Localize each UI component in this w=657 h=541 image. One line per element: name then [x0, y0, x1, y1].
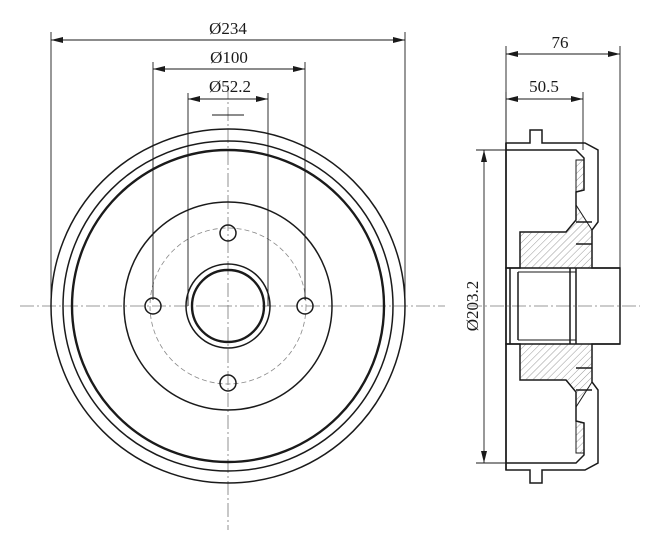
- center-bore-inner: [190, 268, 266, 344]
- dim-hub-height-label: 50.5: [529, 77, 559, 96]
- dim-braking-diameter-label: Ø203.2: [463, 281, 482, 332]
- drum-rim-outer: [62, 140, 394, 472]
- side-view: 76 50.5 Ø203.2: [463, 33, 640, 484]
- dim-center-bore-label: Ø52.2: [209, 77, 251, 96]
- center-bore-outer: [185, 263, 271, 349]
- dimension-hub-height: 50.5: [506, 77, 583, 102]
- bolt-pitch-circle: [149, 227, 307, 385]
- dim-bolt-circle-label: Ø100: [210, 48, 248, 67]
- drum-rim-inner: [70, 148, 386, 464]
- front-view: Ø234 Ø100 Ø52.2: [20, 19, 445, 530]
- dimension-total-height: 76: [506, 33, 620, 57]
- dimension-outer-diameter: Ø234: [51, 19, 405, 43]
- hub-section-hatch-lower: [519, 343, 593, 409]
- hub-face-circle: [123, 201, 333, 411]
- dimension-bolt-circle: Ø100: [153, 48, 305, 72]
- dim-total-height-label: 76: [552, 33, 569, 52]
- rim-rib-hatch-lower: [575, 420, 585, 454]
- dim-outer-diameter-label: Ø234: [209, 19, 247, 38]
- dimension-braking-diameter: Ø203.2: [463, 150, 487, 463]
- dimension-center-bore: Ø52.2: [188, 77, 268, 102]
- rim-rib-hatch-upper: [575, 159, 585, 193]
- bolt-hole-bottom: [219, 374, 237, 392]
- hub-section-hatch-upper: [519, 203, 593, 269]
- bolt-hole-top: [219, 224, 237, 242]
